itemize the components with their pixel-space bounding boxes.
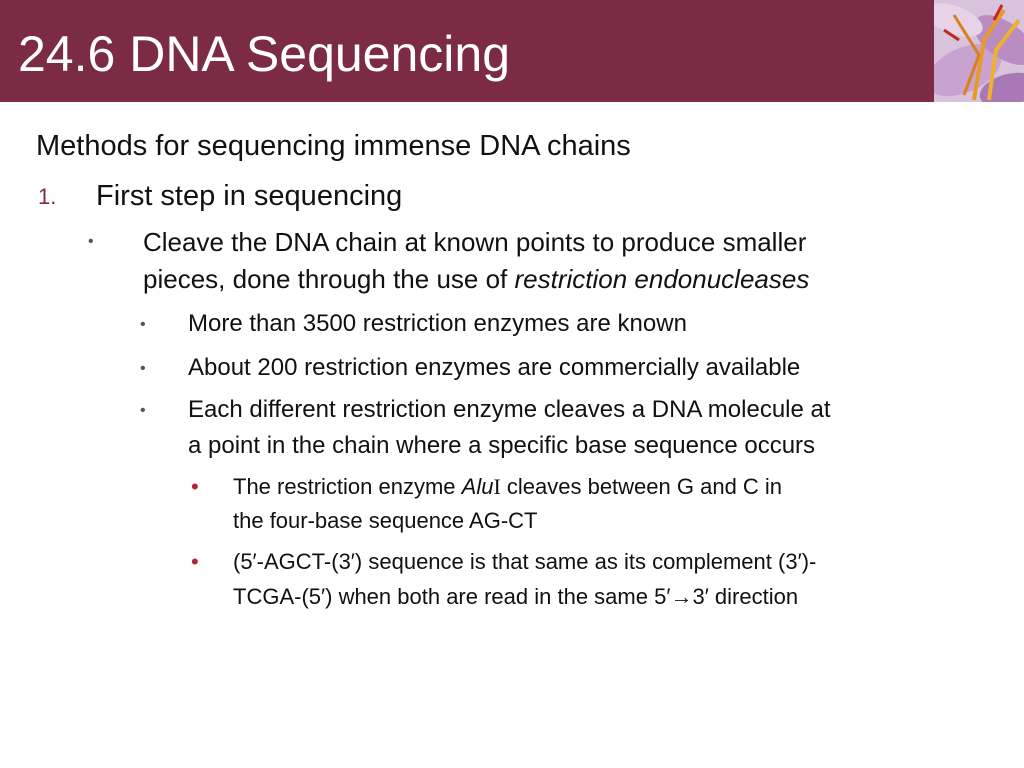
sub-bullet-marker: • bbox=[140, 316, 146, 333]
bullet-marker: • bbox=[88, 233, 94, 250]
sub-bullet-marker: • bbox=[140, 402, 146, 419]
sub-bullet-2: About 200 restriction enzymes are commer… bbox=[188, 354, 801, 381]
enzyme-name-roman: I bbox=[493, 474, 501, 499]
sub-sub-bullet-1-line-2: the four-base sequence AG-CT bbox=[233, 508, 538, 533]
sub-sub-bullet-marker: • bbox=[191, 474, 199, 499]
bullet-1-line-2-text: pieces, done through the use of bbox=[143, 264, 515, 294]
sub-bullet-3-line-1: Each different restriction enzyme cleave… bbox=[188, 396, 831, 423]
sub-sub-bullet-1-post: cleaves between G and C in bbox=[500, 474, 783, 499]
sub-bullet-3-line-2: a point in the chain where a specific ba… bbox=[188, 432, 816, 459]
sub-bullet-1: More than 3500 restriction enzymes are k… bbox=[188, 310, 687, 337]
sub-sub-bullet-1-pre: The restriction enzyme bbox=[233, 474, 462, 499]
enzyme-name-italic: Alu bbox=[461, 474, 494, 499]
sub-sub-bullet-marker: • bbox=[191, 549, 199, 574]
saffron-flower-image bbox=[934, 0, 1024, 102]
slide-title: 24.6 DNA Sequencing bbox=[18, 26, 511, 82]
sub-bullet-marker: • bbox=[140, 360, 146, 377]
flower-graphic bbox=[934, 0, 1024, 102]
sub-sub-bullet-2-line-2: TCGA-(5′) when both are read in the same… bbox=[233, 584, 799, 609]
bullet-1-line-2: pieces, done through the use of restrict… bbox=[143, 261, 809, 298]
step-1-text: First step in sequencing bbox=[96, 180, 403, 212]
bullet-1-line-1: Cleave the DNA chain at known points to … bbox=[143, 227, 807, 257]
sub-sub-bullet-2-line-1: (5′-AGCT-(3′) sequence is that same as i… bbox=[233, 549, 817, 574]
title-bar: 24.6 DNA Sequencing bbox=[0, 0, 1024, 102]
term-restriction-endonucleases: restriction endonucleases bbox=[514, 264, 810, 294]
intro-text: Methods for sequencing immense DNA chain… bbox=[36, 130, 631, 162]
sub-sub-bullet-1-line-1: The restriction enzyme AluI cleaves betw… bbox=[233, 470, 782, 504]
step-number: 1. bbox=[38, 184, 57, 209]
